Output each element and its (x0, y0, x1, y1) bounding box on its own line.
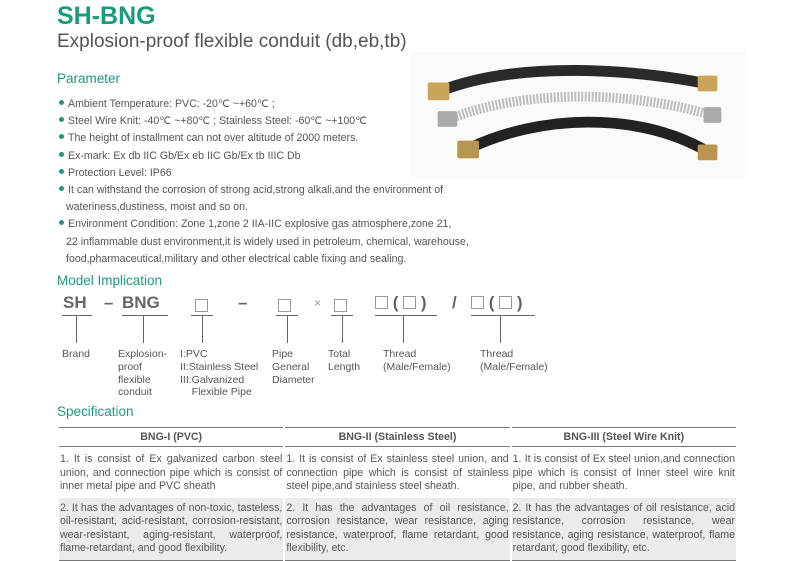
type-placeholder (195, 296, 208, 316)
bullet-icon (59, 151, 64, 157)
bullet-icon (59, 220, 64, 226)
list-item: Steel Wire Knit: -40℃ ~+80℃ ; Stainless … (57, 113, 477, 130)
label-thread-2: Thread (Male/Female) (480, 348, 548, 373)
list-item: Ambient Temperature: PVC: -20℃ ~+60℃ ; (57, 96, 477, 113)
list-item: Protection Level: IP66 (57, 165, 477, 182)
connector-line (143, 315, 144, 343)
product-title: SH-BNG (57, 2, 156, 30)
label-diameter: Pipe General Diameter (272, 348, 315, 386)
connector-line (500, 315, 501, 343)
label-type: I:PVC II:Stainless Steel III:Galvanized … (180, 348, 259, 399)
table-header-row: BNG-I (PVC) BNG-II (Stainless Steel) BNG… (59, 427, 736, 447)
product-subtitle: Explosion-proof flexible conduit (db,eb,… (57, 31, 407, 52)
label-brand: Brand (62, 348, 91, 360)
table-cell: 1. It is consist of Ex galvanized carbon… (60, 453, 283, 492)
code-slash: / (452, 293, 457, 312)
table-cell: 1. It is consist of Ex steel union,and c… (512, 453, 735, 492)
parameter-heading: Parameter (57, 71, 121, 86)
list-item: Environment Condition: Zone 1,zone 2 IIA… (57, 216, 477, 233)
list-item: It can withstand the corrosion of strong… (57, 182, 477, 199)
column-header: BNG-I (PVC) (59, 427, 284, 447)
specification-table: BNG-I (PVC) BNG-II (Stainless Steel) BNG… (57, 427, 738, 561)
underline (375, 315, 437, 316)
table-cell: 2. It has the advantages of oil resistan… (511, 497, 736, 561)
label-length: Total Length (328, 348, 361, 373)
code-brand: SH (63, 293, 87, 312)
label-thread-1: Thread (Male/Female) (383, 348, 451, 373)
diameter-placeholder (278, 296, 291, 316)
underline (471, 315, 535, 316)
specification-heading: Specification (57, 404, 134, 419)
connector-line (342, 315, 343, 343)
connector-line (202, 315, 203, 343)
table-row: 2. It has the advantages of non-toxic, t… (59, 497, 736, 561)
code-dash: – (104, 293, 114, 312)
table-cell: 1. It is consist of Ex stainless steel u… (286, 453, 509, 492)
list-item: wateriness,dustiness, moist and so on. (66, 201, 248, 214)
code-dash: – (238, 293, 248, 312)
table-cell: 2. It has the advantages of non-toxic, t… (59, 497, 284, 561)
code-series: BNG (122, 293, 160, 312)
bullet-icon (59, 186, 64, 192)
column-header: BNG-III (Steel Wire Knit) (511, 427, 736, 447)
list-item: food,pharmaceutical,military and other e… (66, 252, 407, 265)
list-item: 22 inflammable dust environment,it is wi… (66, 235, 469, 248)
connector-line (403, 315, 404, 343)
underline (122, 315, 168, 316)
parameter-list: Ambient Temperature: PVC: -20℃ ~+60℃ ; S… (57, 96, 477, 268)
length-placeholder (334, 296, 347, 316)
thread2-placeholder: ( ) (471, 293, 523, 313)
table-cell: 2. It has the advantages of oil resistan… (285, 497, 510, 561)
connector-line (76, 315, 77, 343)
list-item: Ex-mark: Ex db IIC Gb/Ex eb IIC Gb/Ex tb… (57, 148, 477, 165)
thread1-placeholder: ( ) (375, 293, 427, 313)
list-item: The height of installment can not over a… (57, 130, 477, 147)
column-header: BNG-II (Stainless Steel) (285, 427, 510, 447)
bullet-icon (59, 100, 64, 105)
model-implication-heading: Model Implication (57, 273, 163, 288)
underline (62, 315, 92, 316)
code-times: × (314, 296, 322, 310)
bullet-icon (59, 117, 64, 123)
connector-line (287, 315, 288, 343)
table-row: 1. It is consist of Ex galvanized carbon… (59, 447, 736, 498)
conduit-product-photo (410, 52, 745, 178)
label-series: Explosion- proof flexible conduit (118, 348, 168, 399)
bullet-icon (59, 134, 64, 140)
bullet-icon (59, 168, 64, 174)
